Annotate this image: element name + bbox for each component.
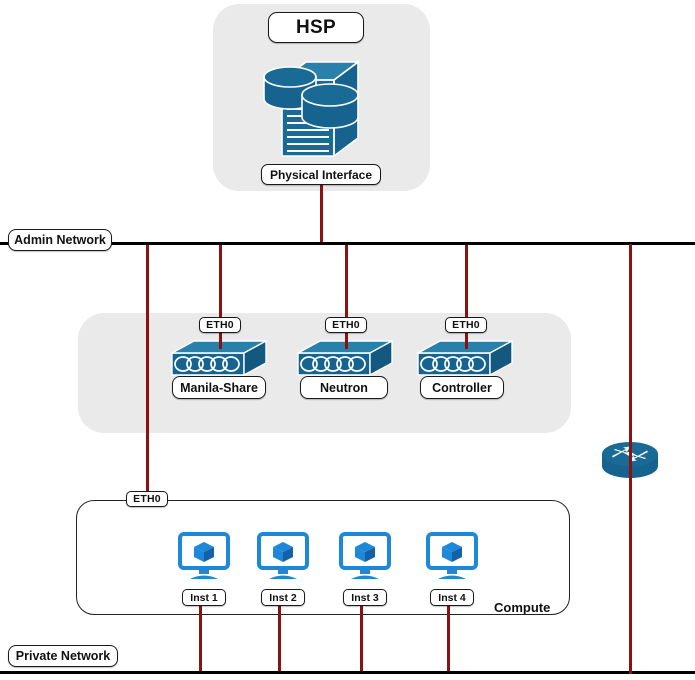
instance-label-inst4: Inst 4	[430, 589, 474, 606]
hsp-title-label: HSP	[268, 12, 364, 43]
link-controller-nic-to-device	[465, 333, 469, 349]
service-node-label-controller: Controller	[420, 376, 504, 399]
link-admin-to-compute-eth0	[146, 244, 150, 497]
link-inst2-to-private	[278, 605, 282, 673]
instance-monitor-icon	[177, 532, 231, 582]
switch-icon	[416, 339, 514, 379]
instance-monitor-icon	[425, 532, 479, 582]
private-network-label: Private Network	[8, 645, 118, 667]
link-inst4-to-private	[447, 605, 451, 673]
admin-network-bus	[0, 242, 695, 246]
private-network-bus	[0, 671, 695, 675]
link-admin-to-neutron	[345, 244, 349, 320]
link-neutron-nic-to-device	[345, 333, 349, 349]
manila-share-nic-label: ETH0	[199, 317, 241, 333]
link-hsp-to-admin	[320, 184, 324, 245]
instance-monitor-icon	[338, 532, 392, 582]
link-admin-to-private-via-router	[629, 244, 633, 674]
compute-nic-label: ETH0	[126, 491, 168, 507]
link-admin-to-controller	[465, 244, 469, 320]
service-node-label-neutron: Neutron	[300, 376, 388, 399]
neutron-nic-label: ETH0	[325, 317, 367, 333]
compute-zone-label: Compute	[494, 600, 551, 615]
link-manila-nic-to-device	[219, 333, 223, 349]
link-inst1-to-private	[199, 605, 203, 673]
service-node-label-manila-share: Manila-Share	[172, 376, 266, 399]
instance-label-inst3: Inst 3	[343, 589, 387, 606]
admin-network-label: Admin Network	[8, 229, 112, 251]
compute-panel	[76, 500, 570, 615]
link-admin-to-manila-share	[219, 244, 223, 320]
instance-label-inst2: Inst 2	[261, 589, 305, 606]
storage-server-icon	[258, 52, 366, 162]
instance-label-inst1: Inst 1	[182, 589, 226, 606]
physical-interface-label: Physical Interface	[261, 164, 381, 185]
instance-monitor-icon	[256, 532, 310, 582]
link-inst3-to-private	[360, 605, 364, 673]
controller-nic-label: ETH0	[445, 317, 487, 333]
